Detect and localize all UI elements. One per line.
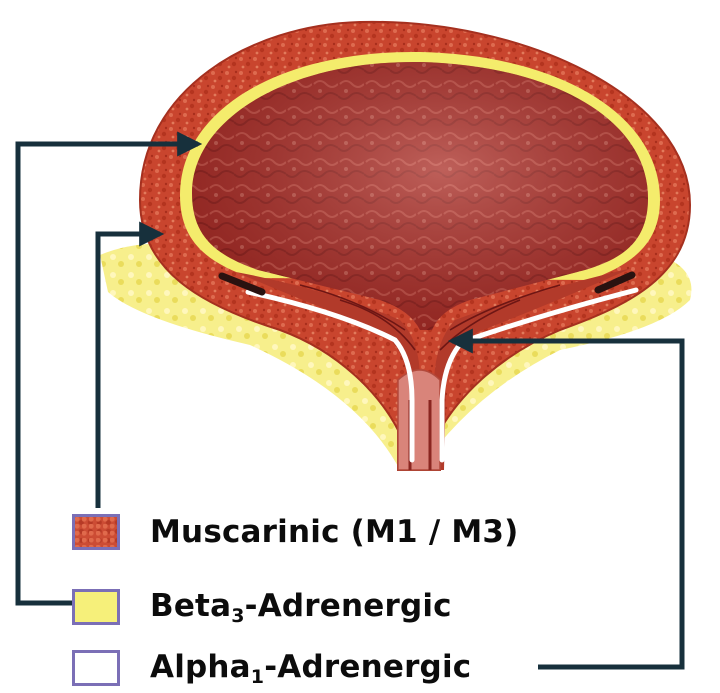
legend-item-beta: Beta3-Adrenergic [72,587,452,627]
legend-item-muscarinic: Muscarinic (M1 / M3) [72,512,519,552]
urethra [398,370,440,470]
legend-label-muscarinic: Muscarinic (M1 / M3) [150,514,519,550]
beta-swatch [72,589,120,625]
legend-label-alpha: Alpha1-Adrenergic [150,649,471,688]
legend-label-beta: Beta3-Adrenergic [150,588,452,627]
muscarinic-swatch [72,514,120,550]
legend-item-alpha: Alpha1-Adrenergic [72,648,471,688]
alpha-swatch [72,650,120,686]
